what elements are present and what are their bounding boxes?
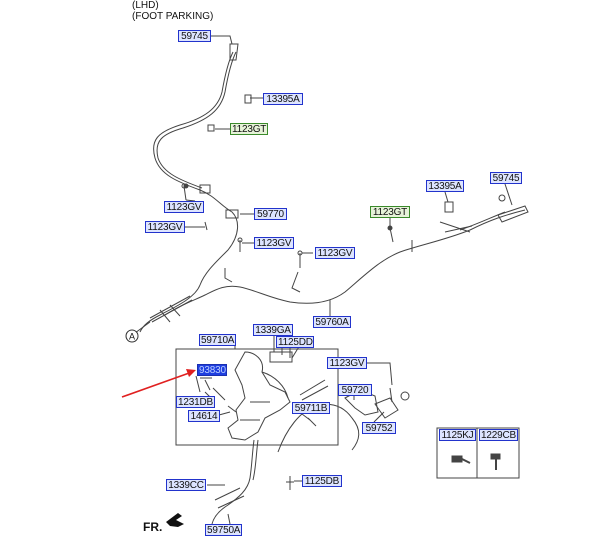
part-1123gv-d[interactable]: 1123GV	[315, 247, 355, 259]
part-1125db[interactable]: 1125DB	[302, 475, 342, 487]
cable-59720	[277, 403, 360, 453]
part-1123gv-c[interactable]: 1123GV	[254, 237, 294, 249]
part-59711b[interactable]: 59711B	[292, 402, 330, 414]
part-59760a[interactable]: 59760A	[313, 316, 351, 328]
legend-box-1229CB	[476, 427, 520, 479]
cable-59770	[139, 51, 238, 333]
part-59745-right[interactable]: 59745	[490, 172, 522, 184]
callout-a-label: A	[129, 332, 135, 342]
diagram-header-lhd: (LHD)	[132, 0, 159, 11]
part-1339cc[interactable]: 1339CC	[166, 479, 206, 491]
part-13395a-right[interactable]: 13395A	[426, 180, 464, 192]
bolt-icon	[451, 455, 463, 463]
part-13395a[interactable]: 13395A	[263, 93, 303, 105]
front-direction-arrow-icon	[166, 513, 184, 527]
part-1125kj[interactable]: 1125KJ	[439, 429, 476, 441]
pedal-assembly	[227, 351, 291, 441]
red-arrowhead-icon	[186, 369, 196, 377]
part-59720[interactable]: 59720	[338, 384, 372, 396]
callout-a-circle	[125, 329, 139, 343]
screw-icon	[490, 453, 501, 460]
cable-59760A	[164, 209, 526, 316]
cable-59750A	[211, 439, 255, 525]
part-1231db[interactable]: 1231DB	[176, 396, 215, 408]
part-1339ga[interactable]: 1339GA	[253, 324, 293, 336]
part-14614[interactable]: 14614	[188, 410, 220, 422]
part-59710a[interactable]: 59710A	[199, 334, 236, 346]
part-1229cb[interactable]: 1229CB	[479, 429, 518, 441]
part-59750a[interactable]: 59750A	[205, 524, 242, 536]
part-59770[interactable]: 59770	[254, 208, 287, 220]
part-1125dd[interactable]: 1125DD	[276, 336, 314, 348]
part-59752[interactable]: 59752	[362, 422, 396, 434]
part-1123gt-right[interactable]: 1123GT	[370, 206, 410, 218]
front-direction-label: FR.	[143, 520, 163, 534]
part-1123gv-e[interactable]: 1123GV	[327, 357, 367, 369]
part-1123gv-b[interactable]: 1123GV	[145, 221, 185, 233]
part-1123gt[interactable]: 1123GT	[230, 123, 268, 135]
part-1123gv-a[interactable]: 1123GV	[164, 201, 204, 213]
part-59745[interactable]: 59745	[178, 30, 211, 42]
red-pointer-arrow	[121, 371, 193, 398]
diagram-header-foot-parking: (FOOT PARKING)	[132, 11, 214, 22]
part-93830-highlighted[interactable]: 93830	[197, 364, 227, 376]
